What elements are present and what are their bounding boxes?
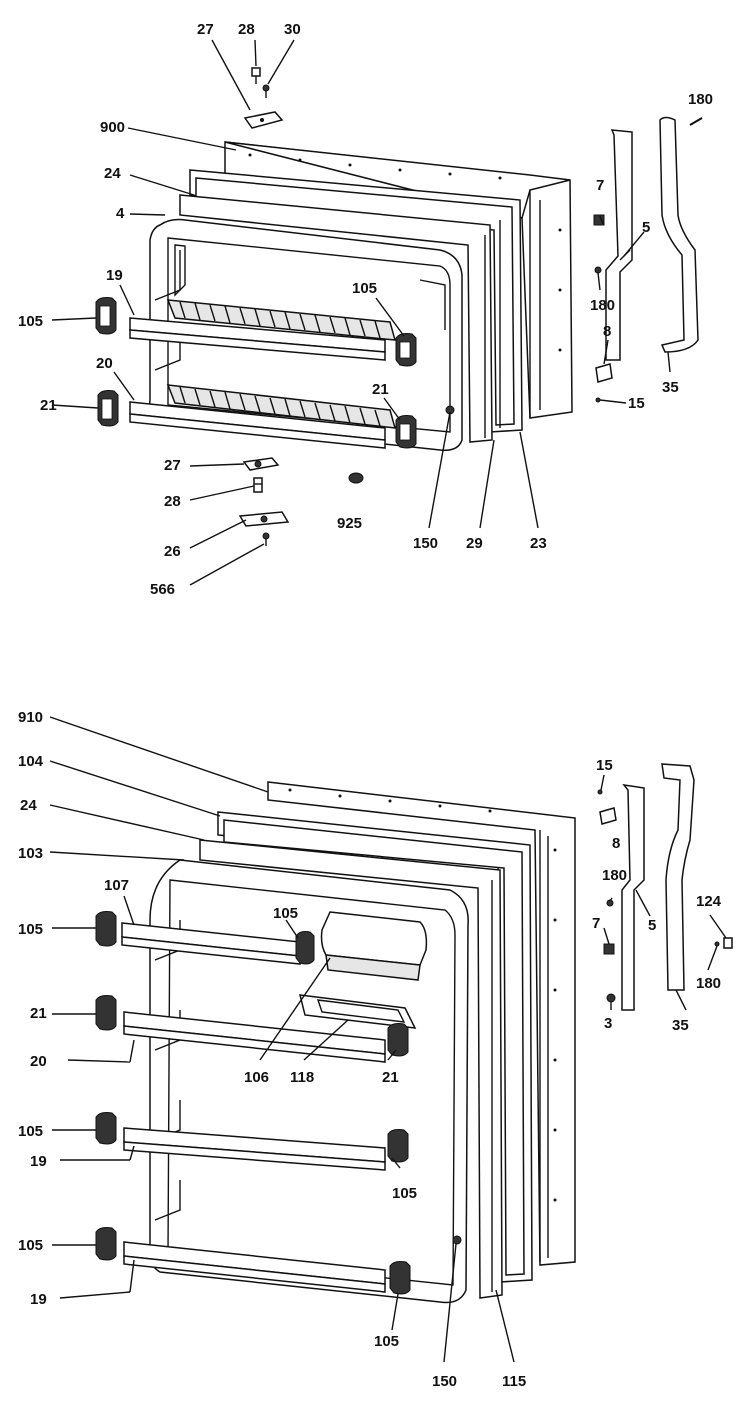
callout-107: 107 <box>104 877 129 894</box>
freezer-door-assembly: 27 28 30 900 24 4 19 105 105 20 21 21 27… <box>18 21 713 598</box>
callout-925: 925 <box>337 515 362 532</box>
callout-35-bottom: 35 <box>672 1017 689 1034</box>
callout-15-bottom: 15 <box>596 757 613 774</box>
callout-105-bottom-b: 105 <box>273 905 298 922</box>
callout-150-bottom: 150 <box>432 1373 457 1390</box>
door-shelf-20-bottom <box>123 1011 386 1063</box>
callout-118: 118 <box>290 1069 314 1086</box>
callout-105-bottom-c: 105 <box>18 1123 43 1140</box>
callout-180-upper: 180 <box>688 91 713 108</box>
callout-29: 29 <box>466 535 483 552</box>
callout-21-right: 21 <box>372 381 389 398</box>
callout-104: 104 <box>18 753 44 770</box>
callout-19: 19 <box>106 267 123 284</box>
callout-21-bottom-right: 21 <box>382 1069 399 1086</box>
callout-30: 30 <box>284 21 301 38</box>
callout-28: 28 <box>238 21 255 38</box>
callout-106: 106 <box>244 1069 269 1086</box>
callout-3: 3 <box>604 1015 612 1032</box>
callout-105-bottom-d: 105 <box>392 1185 417 1202</box>
callout-24: 24 <box>104 165 121 182</box>
callout-105-right: 105 <box>352 280 377 297</box>
callout-180-lower: 180 <box>590 297 615 314</box>
callout-4: 4 <box>116 205 125 222</box>
callout-7-bottom: 7 <box>592 915 600 932</box>
callout-15: 15 <box>628 395 645 412</box>
shelf-end-cap-21-right <box>395 415 417 449</box>
callout-23: 23 <box>530 535 547 552</box>
plug-150-bottom <box>452 1235 462 1245</box>
outer-door-panel-910 <box>267 781 576 1266</box>
callout-35: 35 <box>662 379 679 396</box>
screw-180-lower <box>594 266 602 274</box>
callout-26: 26 <box>164 543 181 560</box>
fresh-food-door-assembly: 910 104 24 103 107 105 105 21 20 106 118… <box>18 709 733 1390</box>
callout-105-bottom-a: 105 <box>18 921 43 938</box>
screw-28-top <box>251 67 261 84</box>
callout-labels-top: 27 28 30 900 24 4 19 105 105 20 21 21 27… <box>18 21 713 598</box>
breaker-strip-115 <box>199 839 503 1299</box>
screw-566 <box>262 532 270 546</box>
shelf-end-caps-bottom <box>95 911 411 1295</box>
door-shelf-19 <box>129 299 397 361</box>
door-shelf-19-lower <box>123 1241 386 1293</box>
callout-8-bottom: 8 <box>612 835 620 852</box>
callout-180-bottom-a: 180 <box>602 867 627 884</box>
callout-180-bottom-b: 180 <box>696 975 721 992</box>
door-handle-35-bottom <box>661 763 695 991</box>
callout-7: 7 <box>596 177 604 194</box>
shelf-end-cap-105-right <box>395 333 417 367</box>
callout-105-bottom-e: 105 <box>18 1237 43 1254</box>
door-shelf-20 <box>129 384 397 449</box>
screw-30 <box>262 84 270 98</box>
callout-21-bottom-left: 21 <box>30 1005 47 1022</box>
door-handle-35 <box>659 116 699 353</box>
screw-180-upper <box>689 117 703 126</box>
callout-5-bottom: 5 <box>648 917 656 934</box>
hinge-cap-27-bottom <box>242 457 280 471</box>
callout-21-left: 21 <box>40 397 57 414</box>
callout-105-left: 105 <box>18 313 43 330</box>
shelf-end-cap-105-left <box>95 297 117 335</box>
callout-24-bottom: 24 <box>20 797 37 814</box>
breaker-strip-29 <box>179 194 493 443</box>
clip-7 <box>593 214 605 226</box>
top-hinge-27 <box>243 111 284 129</box>
hinge-plate-26 <box>238 511 290 527</box>
callout-28-bottom: 28 <box>164 493 181 510</box>
callout-8: 8 <box>603 323 611 340</box>
dairy-door-106 <box>320 911 428 981</box>
dairy-bin-118 <box>299 994 417 1029</box>
callout-105-bottom-f: 105 <box>374 1333 399 1350</box>
callout-566: 566 <box>150 581 175 598</box>
callout-103: 103 <box>18 845 43 862</box>
callout-27: 27 <box>197 21 214 38</box>
callout-150: 150 <box>413 535 438 552</box>
shelf-end-cap-21-left <box>97 390 119 427</box>
callout-labels-bottom: 910 104 24 103 107 105 105 21 20 106 118… <box>18 709 722 1390</box>
callout-910: 910 <box>18 709 43 726</box>
screw-15 <box>595 397 601 403</box>
callout-115: 115 <box>502 1373 526 1390</box>
bracket-8 <box>595 363 613 383</box>
leader-lines-top <box>51 39 671 586</box>
door-shelf-19-middle <box>123 1127 386 1171</box>
plug-925 <box>348 472 364 484</box>
callout-20: 20 <box>96 355 113 372</box>
callout-5: 5 <box>642 219 650 236</box>
leader-lines-bottom <box>49 716 727 1363</box>
hinge-pin-28-bottom <box>253 477 263 493</box>
hardware-bottom-right <box>597 789 733 1003</box>
handle-mount-5-bottom <box>621 783 645 1011</box>
callout-20-bottom: 20 <box>30 1053 47 1070</box>
callout-124: 124 <box>696 893 722 910</box>
callout-900: 900 <box>100 119 125 136</box>
callout-19-bottom-b: 19 <box>30 1291 47 1308</box>
callout-19-bottom-a: 19 <box>30 1153 47 1170</box>
callout-27-bottom: 27 <box>164 457 181 474</box>
